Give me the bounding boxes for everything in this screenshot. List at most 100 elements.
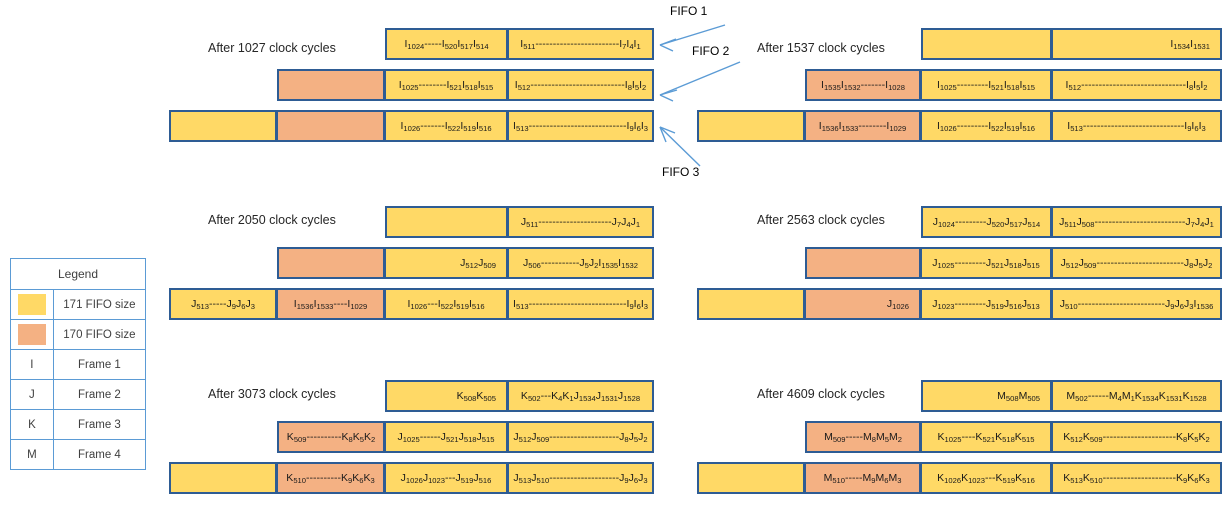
fifo-segment-yellow: J511J508--------------------------J7J4J1 <box>1052 206 1222 238</box>
legend-table: Legend 171 FIFO size 170 FIFO size I Fra… <box>10 258 147 470</box>
fifo-segment-text: I1026-------I522I519I516 <box>400 119 492 133</box>
legend-label-frame3: Frame 3 <box>52 409 147 440</box>
legend-symbol-k: K <box>10 409 54 440</box>
fifo-segment-text: J1025---------J521J518J515 <box>932 256 1040 270</box>
fifo1-arrow-line <box>659 24 726 46</box>
fifo-segment-text: J513J510--------------------J9J6J3 <box>513 471 648 485</box>
group-caption: After 2050 clock cycles <box>208 213 336 227</box>
fifo-segment-yellow: K1026K1023---K519K516 <box>921 462 1052 494</box>
fifo-segment-yellow: J1025------J521J518J515 <box>385 421 508 453</box>
fifo-bar: I1536I1533--------I1029 I1026---------I52… <box>697 110 1222 142</box>
fifo-segment-text: I512------------------------------I8I5I2 <box>1065 78 1208 92</box>
legend-label-170: 170 FIFO size <box>52 319 147 350</box>
fifo-segment-text: I1536I1533--------I1029 <box>818 119 907 133</box>
fifo-segment-orange <box>277 110 385 142</box>
fifo-segment-orange: K510----------K9K6K3 <box>277 462 385 494</box>
fifo-segment-text: I1026---I522I519I516 <box>407 297 485 311</box>
legend-label-frame1: Frame 1 <box>52 349 147 380</box>
fifo-segment-orange <box>805 247 921 279</box>
fifo-segment-yellow: I1026---I522I519I516 <box>385 288 508 320</box>
fifo-segment-yellow: I1534I1531 <box>1052 28 1222 60</box>
fifo-segment-yellow: M508M505 <box>921 380 1052 412</box>
fifo1-arrow-head <box>659 38 677 52</box>
fifo-2-label: FIFO 2 <box>692 44 730 58</box>
fifo-bar: I1024-----I520I517I514 I511--------------… <box>385 28 654 60</box>
legend-title-row: Legend <box>10 258 146 290</box>
group-caption: After 4609 clock cycles <box>757 387 885 401</box>
fifo-segment-yellow: J510-------------------------J9J6J3I1536 <box>1052 288 1222 320</box>
fifo-segment-yellow <box>697 288 805 320</box>
fifo-segment-orange: M510-----M9M6M3 <box>805 462 921 494</box>
fifo2-arrow-head <box>659 89 678 102</box>
fifo-segment-yellow: I513----------------------------I9I6I3 <box>508 288 654 320</box>
fifo-segment-text: I513----------------------------I9I6I3 <box>513 297 648 311</box>
fifo-segment-yellow: I1026---------I522I519I516 <box>921 110 1052 142</box>
fifo-segment-orange <box>277 69 385 101</box>
fifo-3-label: FIFO 3 <box>662 165 700 179</box>
fifo-bar: M510-----M9M6M3 K1026K1023---K519K516 K513… <box>697 462 1222 494</box>
fifo-1-label: FIFO 1 <box>670 4 708 18</box>
legend-label-frame4: Frame 4 <box>52 439 147 470</box>
fifo-segment-text: I513----------------------------I9I6I3 <box>513 119 648 133</box>
fifo-segment-text: I513-----------------------------I9I6I3 <box>1067 119 1206 133</box>
group-caption: After 2563 clock cycles <box>757 213 885 227</box>
legend-row-171: 171 FIFO size <box>10 289 147 320</box>
legend-label-171: 171 FIFO size <box>52 289 147 320</box>
legend-row-frame1: I Frame 1 <box>10 349 147 380</box>
fifo-segment-yellow: J1024---------J520J517J514 <box>921 206 1052 238</box>
fifo-segment-text: J512J509 <box>460 256 496 270</box>
fifo-bar: I1534I1531 <box>921 28 1222 60</box>
fifo-segment-yellow: J512J509--------------------J8J5J2 <box>508 421 654 453</box>
fifo-segment-text: I1026---------I522I519I516 <box>936 119 1036 133</box>
fifo-segment-yellow: I513-----------------------------I9I6I3 <box>1052 110 1222 142</box>
legend-symbol-j: J <box>10 379 54 410</box>
fifo-segment-yellow: I511------------------------I7I4I1 <box>508 28 654 60</box>
fifo3-arrow-head <box>659 126 676 143</box>
fifo-segment-text: J513-----J9J6J3 <box>191 297 255 311</box>
fifo-segment-yellow <box>169 110 277 142</box>
fifo-segment-text: I1535I1532-------I1028 <box>821 78 905 92</box>
legend-row-frame4: M Frame 4 <box>10 439 147 470</box>
fifo-segment-yellow: J513-----J9J6J3 <box>169 288 277 320</box>
group-caption: After 3073 clock cycles <box>208 387 336 401</box>
fifo-segment-text: M502------M4M1K1534K1531K1528 <box>1066 389 1207 403</box>
fifo-segment-text: J512J509--------------------J8J5J2 <box>513 430 648 444</box>
fifo-segment-text: J512J509-------------------------J8J5J2 <box>1060 256 1213 270</box>
fifo-segment-text: K513K510---------------------K9K6K3 <box>1063 471 1210 485</box>
fifo-segment-text: K502---K4K1J1534J1531J1528 <box>520 389 641 403</box>
fifo-segment-yellow: M502------M4M1K1534K1531K1528 <box>1052 380 1222 412</box>
fifo-segment-text: K509----------K8K5K2 <box>286 430 376 444</box>
fifo-bar: J512J509 J506-----------J5J2I1535I1532 <box>277 247 654 279</box>
legend-row-frame2: J Frame 2 <box>10 379 147 410</box>
fifo-bar: J1024---------J520J517J514 J511J508------… <box>921 206 1222 238</box>
fifo-segment-text: K508K505 <box>456 389 496 403</box>
fifo-segment-text: K512K509---------------------K8K5K2 <box>1063 430 1210 444</box>
fifo-segment-orange: M509-----M8M5M2 <box>805 421 921 453</box>
fifo-segment-text: I511------------------------I7I4I1 <box>520 37 641 51</box>
fifo-segment-text: J506-----------J5J2I1535I1532 <box>522 256 638 270</box>
group-caption: After 1027 clock cycles <box>208 41 336 55</box>
fifo-segment-yellow: J1025---------J521J518J515 <box>921 247 1052 279</box>
fifo-segment-text: I1534I1531 <box>1170 37 1210 51</box>
fifo-segment-yellow: J512J509-------------------------J8J5J2 <box>1052 247 1222 279</box>
legend-swatch-170 <box>10 319 54 350</box>
fifo-segment-text: I1024-----I520I517I514 <box>404 37 489 51</box>
fifo-bar: K509----------K8K5K2 J1025------J521J518J… <box>277 421 654 453</box>
fifo-segment-orange <box>277 247 385 279</box>
fifo-segment-text: J1023---------J519J516J513 <box>932 297 1040 311</box>
fifo-segment-yellow: K513K510---------------------K9K6K3 <box>1052 462 1222 494</box>
fifo-bar: M508M505 M502------M4M1K1534K1531K1528 <box>921 380 1222 412</box>
fifo-segment-yellow <box>697 110 805 142</box>
fifo-segment-text: M509-----M8M5M2 <box>824 430 902 444</box>
fifo-segment-orange: J1026 <box>805 288 921 320</box>
fifo-segment-text: J511J508--------------------------J7J4J1 <box>1059 215 1214 229</box>
fifo-segment-text: J1025------J521J518J515 <box>397 430 495 444</box>
fifo-segment-text: J510-------------------------J9J6J3I1536 <box>1059 297 1214 311</box>
fifo-bar: J1025---------J521J518J515 J512J509------… <box>805 247 1222 279</box>
fifo-segment-text: M510-----M9M6M3 <box>823 471 902 485</box>
